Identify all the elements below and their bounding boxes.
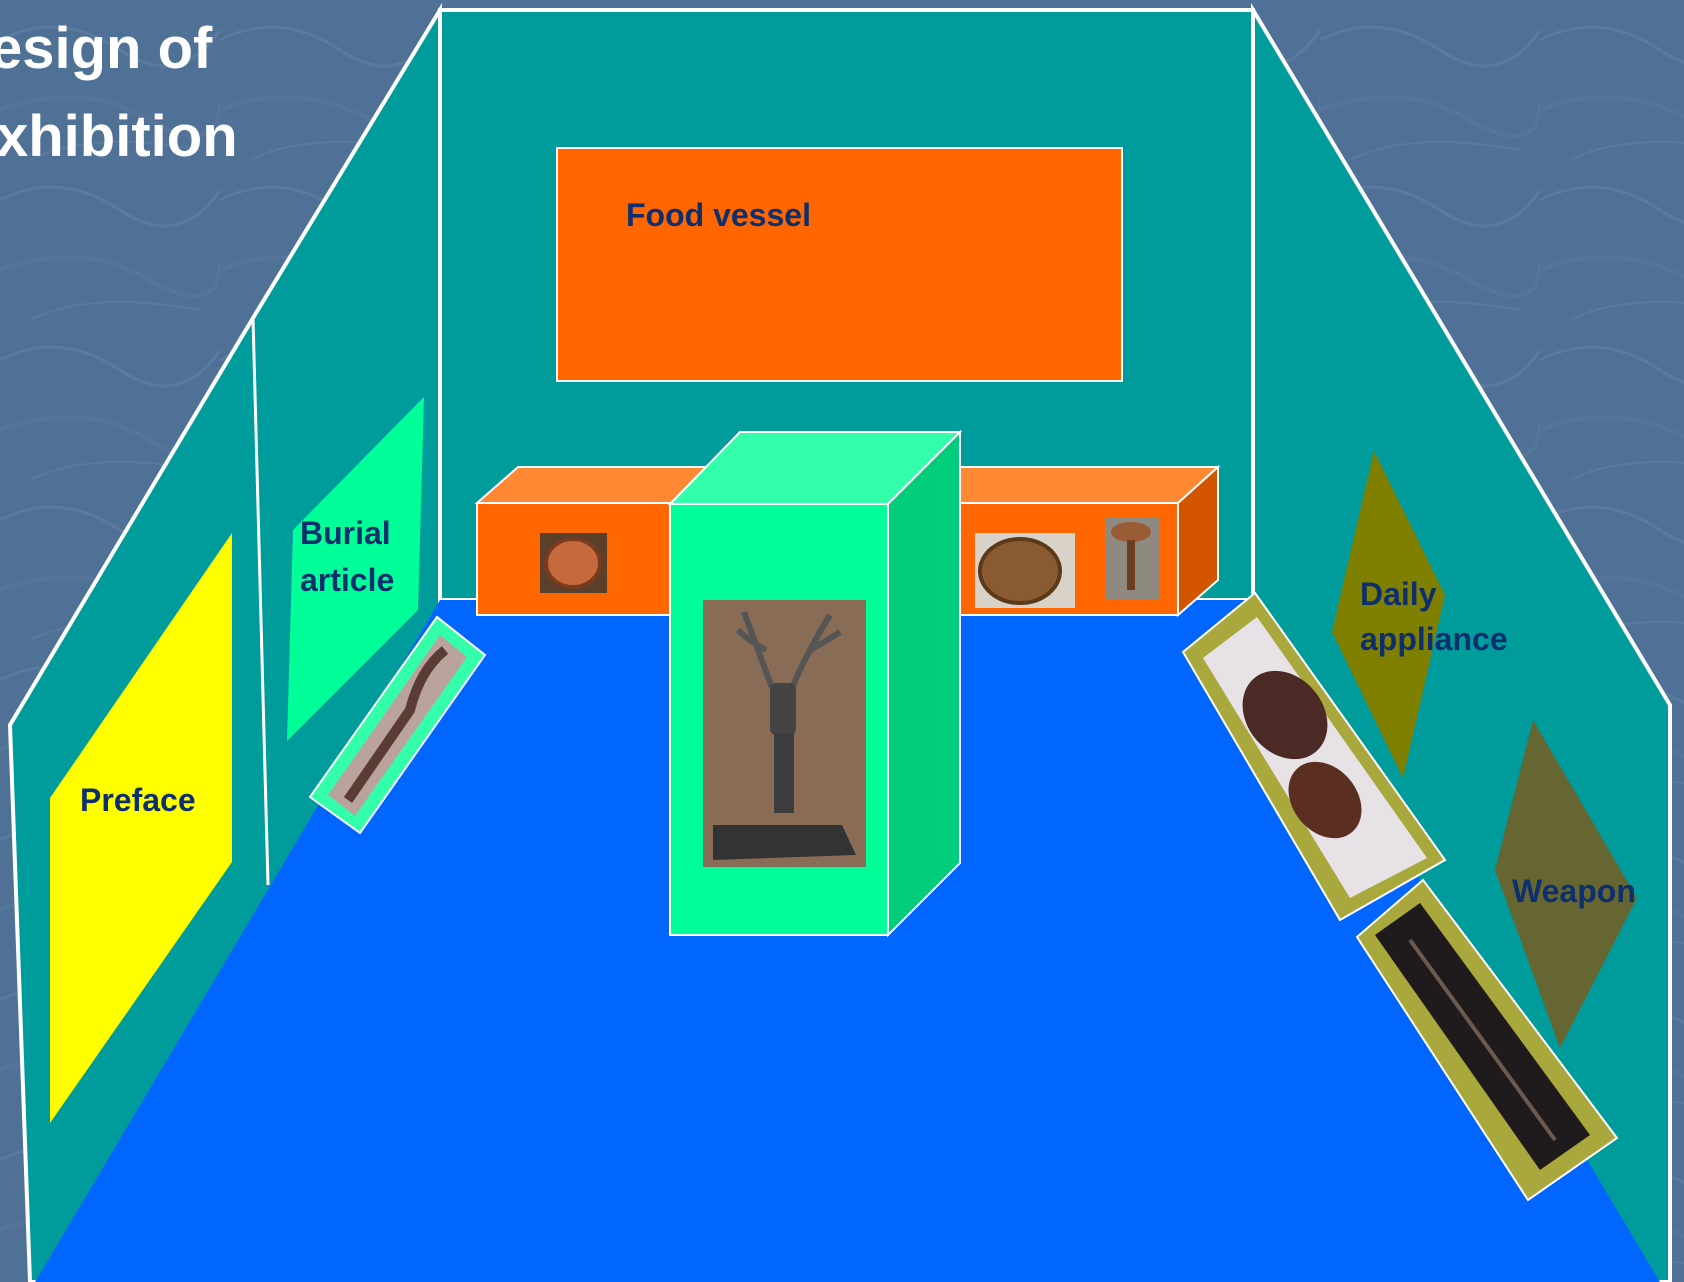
- statue-head: [770, 683, 796, 735]
- slide-title-line-2: xhibition: [0, 104, 238, 169]
- center-case-side: [888, 432, 960, 935]
- daily-label-line-2: appliance: [1360, 621, 1508, 657]
- weapon-label: Weapon: [1512, 873, 1636, 909]
- daily-label-line-1: Daily: [1360, 576, 1437, 612]
- burial-label-line-1: Burial: [300, 515, 391, 551]
- stand-shape-leg: [1127, 540, 1135, 590]
- food-vessel-panel: [557, 148, 1122, 381]
- statue-body: [774, 733, 794, 813]
- food-vessel-label: Food vessel: [626, 197, 811, 233]
- wooden-bowl-shape: [546, 539, 600, 587]
- slide-title-line-1: esign of: [0, 16, 213, 81]
- statue-base: [713, 825, 856, 860]
- burial-label-line-2: article: [300, 562, 394, 598]
- bowl-shape-right: [980, 539, 1060, 603]
- preface-label: Preface: [80, 782, 196, 818]
- stand-shape-top: [1111, 522, 1151, 542]
